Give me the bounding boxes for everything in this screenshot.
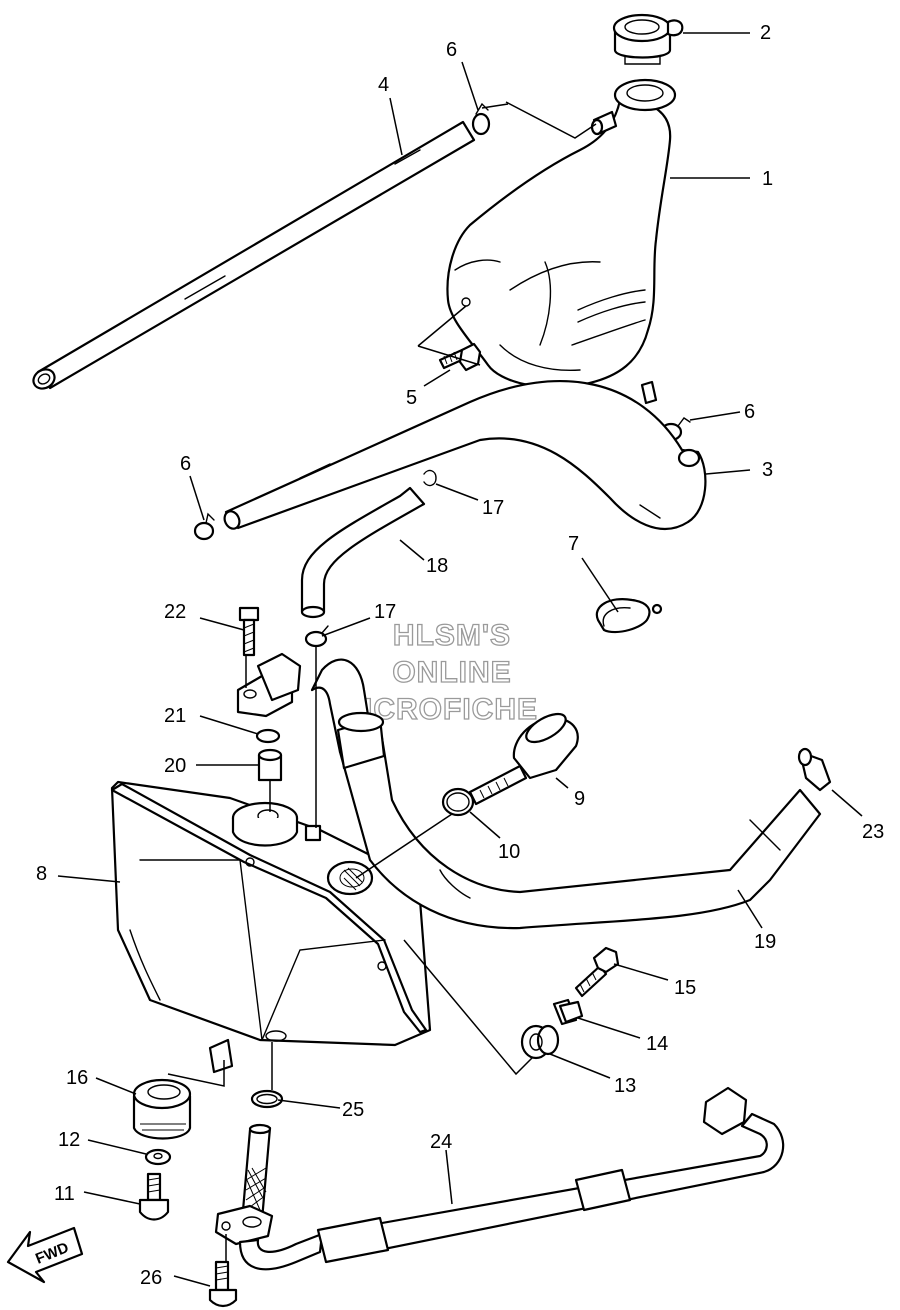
bolt-part-15 [574,946,620,998]
callout-15: 15 [674,977,696,999]
o-ring-part-25 [250,1089,284,1109]
forward-direction-arrow: FWD [6,1226,84,1284]
callout-6-top: 6 [446,39,457,61]
short-hose-part-18 [300,486,426,619]
bolt-part-5 [438,342,482,372]
callout-13: 13 [614,1075,636,1097]
o-ring-part-21 [255,728,281,744]
clip-part-17-upper [423,469,437,487]
bracket-bolt-assembly [236,652,302,718]
callout-12: 12 [58,1129,80,1151]
callout-9: 9 [574,788,585,810]
callout-4: 4 [378,74,389,96]
callout-3: 3 [762,459,773,481]
callout-19: 19 [754,931,776,953]
callout-10: 10 [498,841,520,863]
curved-hose-part-3 [223,379,707,531]
callout-16: 16 [66,1067,88,1089]
hose-clamp-part-23 [797,747,832,792]
hose-clip-part-6-top [471,102,491,136]
watermark-line-1: HLSM'S [393,619,511,652]
callout-20: 20 [164,755,186,777]
callout-7: 7 [568,533,579,555]
callout-1: 1 [762,168,773,190]
oil-tank-part-8 [110,780,432,1074]
grommet-part-13 [520,1024,560,1060]
strainer-pipe-part-24 [214,1086,785,1271]
collar-part-14 [552,998,584,1026]
callout-8: 8 [36,863,47,885]
callout-2: 2 [760,22,771,44]
callout-numbers: 2 1 4 6 5 6 3 6 17 18 7 17 22 21 20 9 10… [36,22,884,1289]
callout-25: 25 [342,1099,364,1121]
callout-18: 18 [426,555,448,577]
collar-part-20 [257,748,283,782]
callout-6-right: 6 [744,401,755,423]
drain-plug-part-16 [132,1078,192,1140]
bolt-part-11 [138,1172,170,1221]
breather-hose-part-4 [32,120,476,390]
callout-6-left: 6 [180,453,191,475]
callout-17-upper: 17 [482,497,504,519]
bolt-part-26 [208,1260,238,1308]
hose-clip-part-6-left [193,512,215,541]
washer-part-12 [144,1148,172,1166]
callout-17-lower: 17 [374,601,396,623]
callout-24: 24 [430,1131,452,1153]
callout-21: 21 [164,705,186,727]
callout-14: 14 [646,1033,668,1055]
callout-23: 23 [862,821,884,843]
callout-11: 11 [54,1183,75,1205]
hose-clamp-part-7 [595,598,663,634]
filler-cap-part-2 [612,13,684,65]
bolt-part-22 [238,606,260,657]
o-ring-part-10 [441,787,475,817]
callout-26: 26 [140,1267,162,1289]
callout-5: 5 [406,387,417,409]
dipstick-cap-part-9 [468,712,579,806]
callout-22: 22 [164,601,186,623]
return-hose-part-19 [310,658,822,930]
watermark-line-2: ONLINE [392,656,511,689]
leader-lines [57,32,863,1287]
clip-part-17-lower [304,625,329,648]
